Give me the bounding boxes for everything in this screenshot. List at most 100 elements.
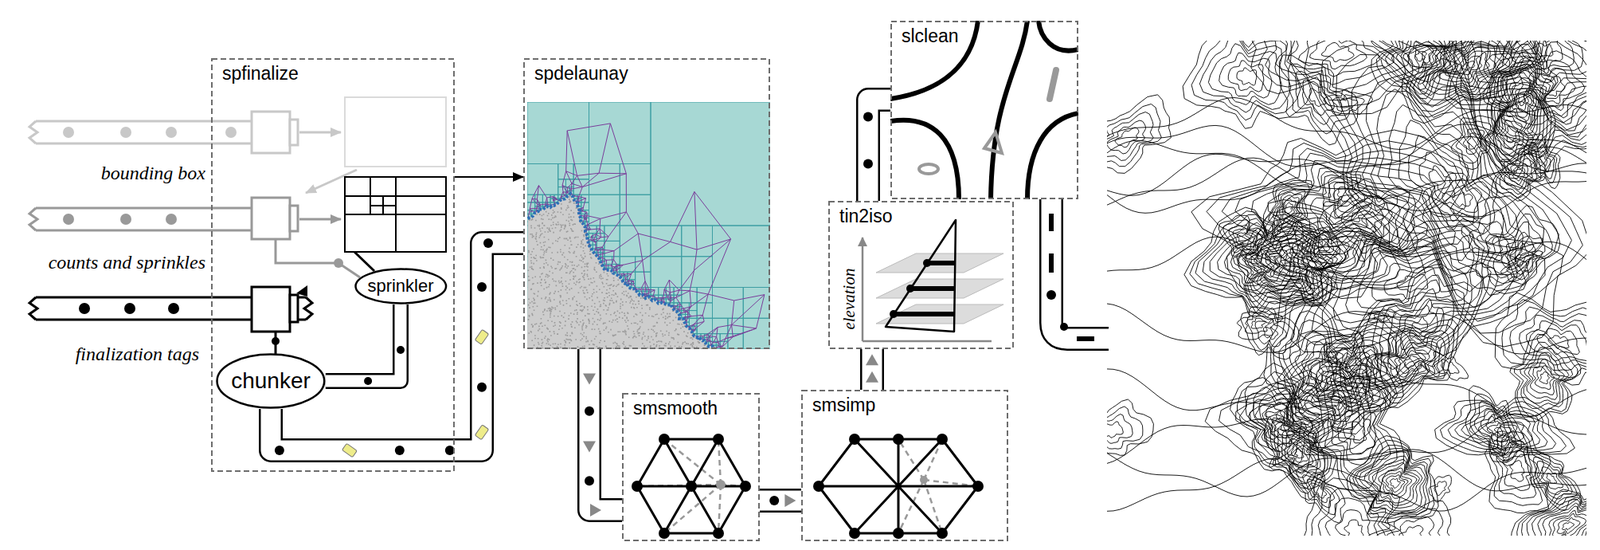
dashed-outline <box>524 58 770 349</box>
stage-box: smsmooth <box>622 392 760 541</box>
smooth-mesh-figure <box>658 433 670 445</box>
stream-triangle <box>582 441 596 453</box>
finalization-stream <box>304 297 313 320</box>
isoline-figure <box>861 237 865 341</box>
stream-pipe <box>589 348 623 510</box>
stage-name: chunker <box>230 367 311 394</box>
smooth-mesh-figure <box>739 480 752 492</box>
isoline-figure <box>889 309 898 318</box>
clean-lines-figure <box>919 164 939 174</box>
stage-name: spdelaunay <box>531 62 632 84</box>
bounding-box-stream <box>120 126 132 138</box>
stream-dot <box>584 475 595 486</box>
isoline-figure <box>862 340 992 343</box>
stream-pipe <box>325 304 401 381</box>
stream-label: elevation <box>839 268 859 330</box>
stage-name: sprinkler <box>367 275 434 296</box>
ellipse-outline <box>355 269 446 304</box>
dashed-outline <box>891 21 1078 199</box>
simplify-mesh-figure <box>848 527 861 539</box>
finalization-stream <box>124 302 136 314</box>
quadtree-figure <box>344 176 446 252</box>
stream-label: elevation <box>839 268 859 330</box>
dashed-outline <box>622 393 759 540</box>
isoline-figure <box>862 219 1004 341</box>
stage-box: smsimp <box>801 389 1009 541</box>
contour-lines <box>1107 40 1587 536</box>
dashed-outline <box>523 58 771 349</box>
counts-stream <box>251 197 290 239</box>
simplify-mesh-figure <box>848 433 861 445</box>
stream-label: bounding box <box>101 162 206 185</box>
counts-stream <box>120 213 132 225</box>
bounding-box-stream <box>165 126 177 138</box>
stream-pipe <box>589 348 623 510</box>
quadtree-figure <box>344 176 446 252</box>
counts-stream <box>333 258 344 268</box>
smooth-mesh-figure <box>637 438 746 533</box>
bounding-box-stream <box>62 126 75 138</box>
dashed-outline <box>829 201 1014 349</box>
flow-arrow <box>454 176 524 178</box>
stream-dot <box>584 406 595 416</box>
counts-stream <box>29 197 360 278</box>
bounding-box-stream <box>305 169 357 193</box>
stream-dot <box>274 445 285 455</box>
simplify-mesh-figure <box>972 480 984 492</box>
coast-line <box>528 193 715 349</box>
isoline-figure <box>885 219 956 332</box>
stream-pipe <box>860 348 885 390</box>
stream-dot <box>863 159 873 169</box>
stream-tag <box>341 442 357 457</box>
process-ellipse: sprinkler <box>354 267 448 305</box>
stream-pipe <box>325 304 401 381</box>
simplify-mesh-figure <box>936 433 948 445</box>
smooth-mesh-figure <box>712 527 724 539</box>
dashed-outline <box>890 20 1079 200</box>
finalization-stream <box>78 302 90 314</box>
smooth-mesh-figure <box>712 433 724 445</box>
stream-pipe <box>759 493 802 507</box>
counts-stream <box>165 213 177 225</box>
simplify-mesh-figure <box>813 480 825 492</box>
counts-stream <box>35 207 252 231</box>
isoline-figure <box>923 258 932 267</box>
isoline-figure <box>893 262 955 314</box>
stream-dot <box>395 445 405 455</box>
simplify-mesh-figure <box>936 527 948 539</box>
stream-pipe <box>270 238 524 458</box>
clean-lines-figure <box>890 120 959 200</box>
output-stream <box>1046 197 1111 339</box>
finalization-stream <box>289 294 298 322</box>
stream-label: counts and sprinkles <box>48 251 206 274</box>
smooth-mesh-figure <box>631 480 643 492</box>
stage-name: tin2iso <box>836 205 896 227</box>
simplify-mesh-figure <box>813 433 984 539</box>
smooth-mesh-figure <box>658 527 670 539</box>
stream-pipe <box>759 490 802 511</box>
stage-name: slclean <box>898 25 963 47</box>
stream-pipe <box>589 348 623 510</box>
stage-box: spfinalize sprinkler chunker <box>211 58 455 472</box>
clean-lines-figure <box>890 20 1079 200</box>
clean-lines-figure <box>990 20 1028 200</box>
stream-tag <box>474 328 489 345</box>
stream-pipe <box>582 348 623 517</box>
bounding-box-stream <box>344 97 446 167</box>
stream-triangle <box>784 493 796 507</box>
bounding-box-stream <box>225 126 237 138</box>
stage-name: spfinalize <box>219 62 302 84</box>
finalization-stream <box>271 336 280 345</box>
smooth-mesh-figure <box>685 480 697 492</box>
stream-dot <box>396 345 405 354</box>
stream-dot <box>769 495 779 505</box>
bounding-box-stream <box>299 131 341 134</box>
stream-label: counts and sprinkles <box>48 251 206 274</box>
process-ellipse: chunker <box>215 352 326 409</box>
finalization-stream <box>296 285 308 297</box>
output-stream <box>1060 322 1068 331</box>
clean-lines-figure <box>984 132 1002 153</box>
counts-stream <box>299 218 341 221</box>
stage-name: smsimp <box>809 394 879 415</box>
